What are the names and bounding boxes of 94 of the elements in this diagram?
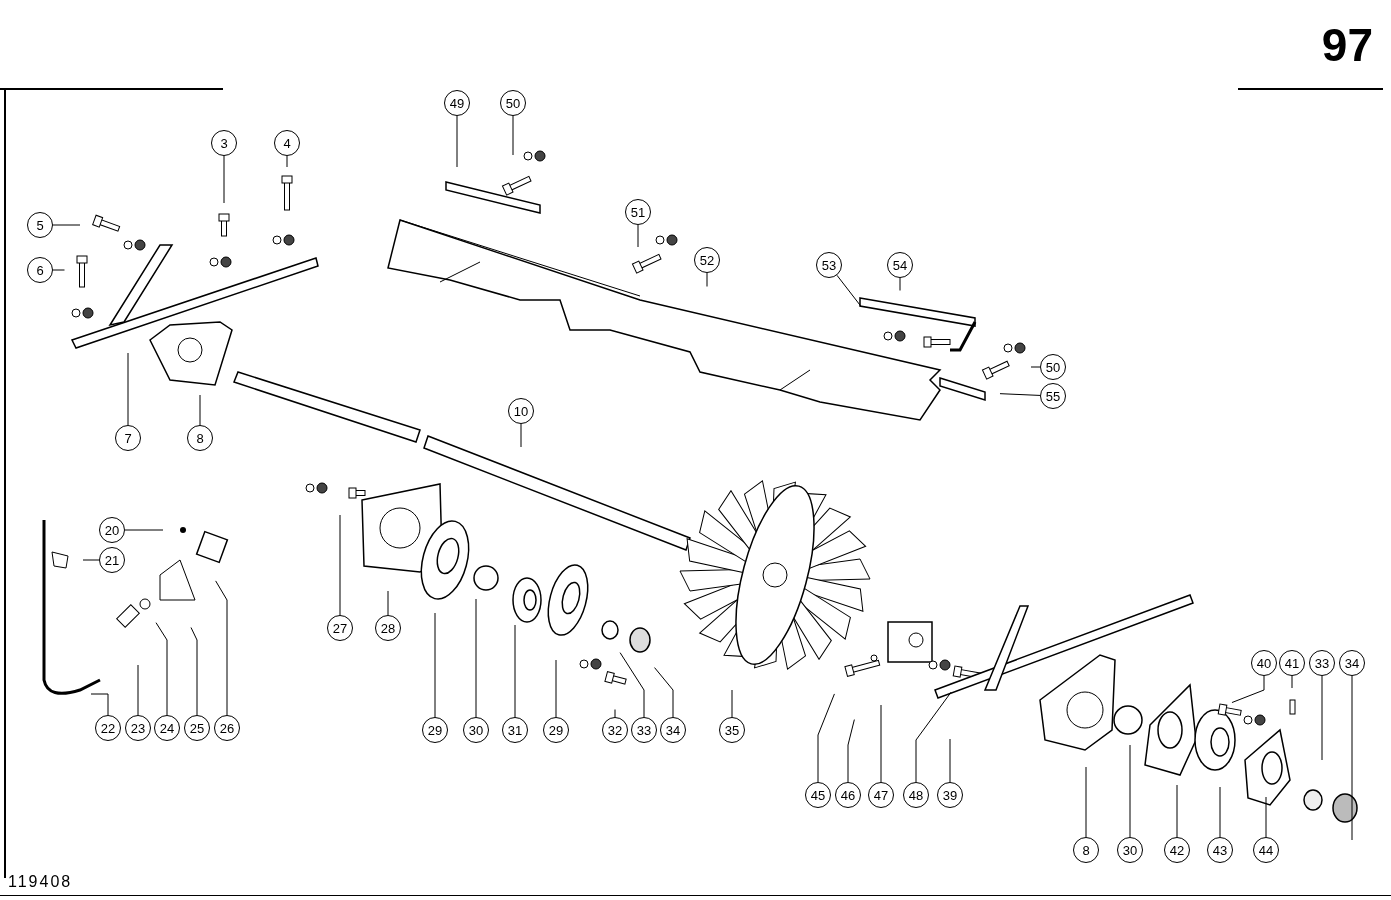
leader-line (52, 269, 65, 271)
callout-number: 7 (115, 425, 141, 451)
callout-number: 50 (1040, 354, 1066, 380)
leader-line (137, 664, 139, 716)
callout-number: 46 (835, 782, 861, 808)
drawing-number: 119408 (8, 874, 73, 890)
leader-line (619, 652, 645, 718)
leader-line (514, 624, 516, 718)
leader-line (52, 224, 81, 226)
callout-number: 25 (184, 715, 210, 741)
callout-number: 40 (1251, 650, 1277, 676)
callout-number: 43 (1207, 837, 1233, 863)
callout-number: 53 (816, 252, 842, 278)
leader-line (614, 709, 616, 718)
leader-line (817, 693, 835, 783)
leader-line (1231, 675, 1265, 704)
leader-line (1351, 675, 1353, 841)
leader-line (915, 691, 952, 783)
leader-line (512, 115, 514, 156)
callout-number: 55 (1040, 383, 1066, 409)
leader-line (847, 719, 855, 783)
callout-number: 23 (125, 715, 151, 741)
callout-number: 31 (502, 717, 528, 743)
leader-line (555, 659, 557, 718)
callout-number: 28 (375, 615, 401, 641)
leader-line (654, 667, 674, 718)
leader-line (1291, 675, 1293, 689)
leader-line (1219, 786, 1221, 838)
callout-number: 10 (508, 398, 534, 424)
callout-number: 22 (95, 715, 121, 741)
callout-number: 26 (214, 715, 240, 741)
callout-number: 29 (422, 717, 448, 743)
leader-line (387, 590, 389, 616)
leader-line (1129, 744, 1131, 838)
leader-line (127, 352, 129, 426)
callout-number: 32 (602, 717, 628, 743)
leader-line (999, 393, 1041, 396)
leader-line (1030, 366, 1041, 368)
callout-number: 54 (887, 252, 913, 278)
leader-line (82, 559, 100, 561)
callout-number: 6 (27, 257, 53, 283)
callout-number: 39 (937, 782, 963, 808)
callout-number: 44 (1253, 837, 1279, 863)
leader-line (339, 514, 341, 616)
leader-line (949, 738, 951, 783)
leader-line (190, 627, 198, 716)
callout-number: 52 (694, 247, 720, 273)
callout-number: 34 (1339, 650, 1365, 676)
leader-line (1176, 784, 1178, 838)
leader-line (215, 580, 228, 716)
callout-number: 27 (327, 615, 353, 641)
callout-number: 33 (631, 717, 657, 743)
leader-line (706, 272, 708, 287)
callout-number: 30 (463, 717, 489, 743)
leader-line (223, 155, 225, 204)
callout-number: 47 (868, 782, 894, 808)
leader-line (731, 689, 733, 718)
leader-line (637, 224, 639, 248)
callout-number: 4 (274, 130, 300, 156)
callout-number: 33 (1309, 650, 1335, 676)
leader-line (155, 622, 168, 716)
callout-number: 3 (211, 130, 237, 156)
leader-line (836, 274, 862, 307)
callout-number: 35 (719, 717, 745, 743)
leader-line (1265, 796, 1267, 838)
callout-number: 8 (1073, 837, 1099, 863)
callout-number: 34 (660, 717, 686, 743)
leader-line (199, 394, 201, 426)
leader-line (475, 598, 477, 718)
callout-number: 20 (99, 517, 125, 543)
leader-line (286, 155, 288, 168)
leader-line (90, 693, 109, 716)
page-number: 97 (1321, 22, 1373, 68)
callout-number: 50 (500, 90, 526, 116)
leader-line (456, 115, 458, 168)
leader-line (880, 704, 882, 783)
callout-number: 8 (187, 425, 213, 451)
callout-number: 45 (805, 782, 831, 808)
callout-number: 5 (27, 212, 53, 238)
callout-number: 30 (1117, 837, 1143, 863)
callout-number: 51 (625, 199, 651, 225)
leader-line (1321, 675, 1323, 761)
leader-line (520, 423, 522, 448)
callout-number: 24 (154, 715, 180, 741)
callout-number: 29 (543, 717, 569, 743)
callout-number: 21 (99, 547, 125, 573)
leader-line (434, 612, 436, 718)
leader-line (1085, 766, 1087, 838)
leader-line (124, 529, 164, 531)
leader-line (899, 277, 901, 291)
callout-number: 49 (444, 90, 470, 116)
callout-number: 42 (1164, 837, 1190, 863)
callout-number: 41 (1279, 650, 1305, 676)
callout-number: 48 (903, 782, 929, 808)
